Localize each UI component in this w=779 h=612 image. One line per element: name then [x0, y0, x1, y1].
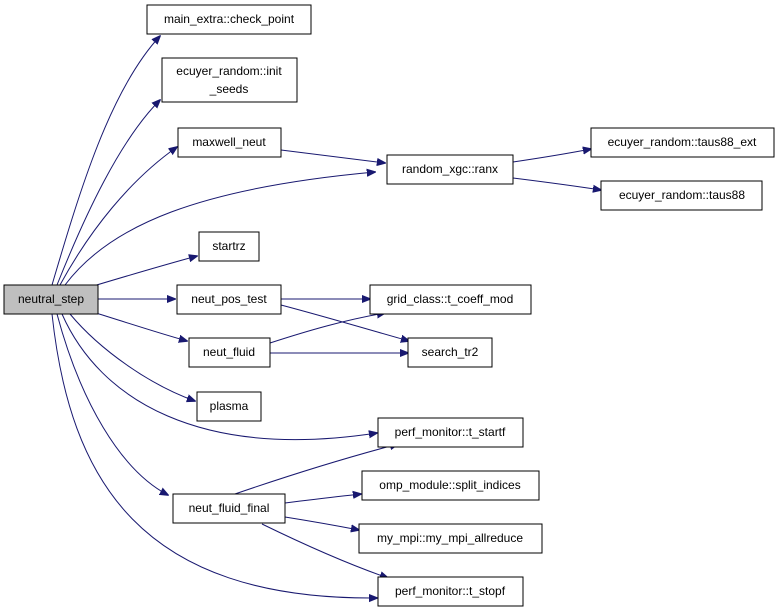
edge-neutral_step-t_startf: [61, 313, 377, 440]
edge-neut_fluid_final-t_startf: [231, 444, 398, 496]
node-t_stopf[interactable]: perf_monitor::t_stopf: [377, 576, 524, 607]
edge-neutral_step-maxwell_neut: [59, 147, 177, 286]
node-ranx[interactable]: random_xgc::ranx: [386, 154, 514, 185]
edge-neut_fluid_final-t_stopf: [261, 523, 388, 578]
edge-neutral_step-init_seeds: [56, 100, 160, 286]
node-split_indices[interactable]: omp_module::split_indices: [361, 470, 540, 501]
node-label: main_extra::check_point: [164, 12, 295, 26]
node-init_seeds[interactable]: ecuyer_random::init _seeds: [161, 57, 298, 103]
node-t_startf[interactable]: perf_monitor::t_startf: [377, 417, 524, 448]
edges: [51, 36, 601, 598]
node-label: neut_fluid_final: [189, 501, 270, 515]
edge-neutral_step-check_point: [51, 36, 160, 286]
node-check_point[interactable]: main_extra::check_point: [146, 4, 312, 35]
nodes: neutral_step main_extra::check_point ecu…: [3, 4, 775, 607]
node-neut_fluid_final[interactable]: neut_fluid_final: [172, 493, 286, 524]
node-neut_fluid[interactable]: neut_fluid: [188, 337, 271, 368]
node-label: neutral_step: [18, 292, 84, 306]
node-startrz[interactable]: startrz: [198, 231, 260, 262]
node-label: neut_fluid: [203, 345, 255, 359]
edge-ranx-taus88: [512, 177, 601, 190]
node-label: plasma: [210, 399, 249, 413]
edge-neut_fluid_final-my_mpi_allreduce: [284, 516, 359, 530]
node-label: my_mpi::my_mpi_allreduce: [377, 531, 523, 545]
node-label-line2: _seeds: [209, 82, 249, 96]
edge-neutral_step-neut_fluid: [95, 312, 187, 341]
node-label-line1: ecuyer_random::init: [176, 64, 282, 78]
node-label: maxwell_neut: [192, 135, 266, 149]
node-label: perf_monitor::t_stopf: [395, 584, 506, 598]
edge-neutral_step-neut_fluid_final: [56, 313, 168, 495]
edge-neutral_step-startrz: [89, 256, 197, 288]
edge-neut_fluid_final-split_indices: [284, 494, 361, 504]
node-neut_pos_test[interactable]: neut_pos_test: [176, 284, 282, 315]
edge-neut_pos_test-search_tr2: [280, 304, 409, 341]
node-label: startrz: [212, 239, 245, 253]
edge-ranx-taus88_ext: [512, 149, 591, 163]
node-label: grid_class::t_coeff_mod: [387, 292, 514, 306]
edge-neut_fluid-t_coeff_mod: [269, 313, 385, 344]
node-maxwell_neut[interactable]: maxwell_neut: [177, 127, 282, 158]
node-my_mpi_allreduce[interactable]: my_mpi::my_mpi_allreduce: [358, 523, 543, 554]
node-search_tr2[interactable]: search_tr2: [407, 337, 493, 368]
edge-neutral_step-t_stopf: [51, 313, 377, 598]
node-label: random_xgc::ranx: [402, 162, 498, 176]
edge-neutral_step-ranx: [64, 172, 375, 286]
node-taus88[interactable]: ecuyer_random::taus88: [600, 180, 763, 211]
node-label: ecuyer_random::taus88: [619, 188, 745, 202]
edge-maxwell_neut-ranx: [280, 149, 385, 163]
edge-neutral_step-plasma: [69, 313, 195, 401]
node-t_coeff_mod[interactable]: grid_class::t_coeff_mod: [369, 284, 532, 315]
node-plasma[interactable]: plasma: [196, 391, 262, 422]
node-label: omp_module::split_indices: [379, 478, 520, 492]
node-neutral_step[interactable]: neutral_step: [3, 284, 99, 315]
node-label: neut_pos_test: [191, 292, 267, 306]
node-label: perf_monitor::t_startf: [395, 425, 506, 439]
node-label: ecuyer_random::taus88_ext: [608, 135, 757, 149]
node-label: search_tr2: [422, 345, 479, 359]
node-taus88_ext[interactable]: ecuyer_random::taus88_ext: [590, 127, 775, 158]
